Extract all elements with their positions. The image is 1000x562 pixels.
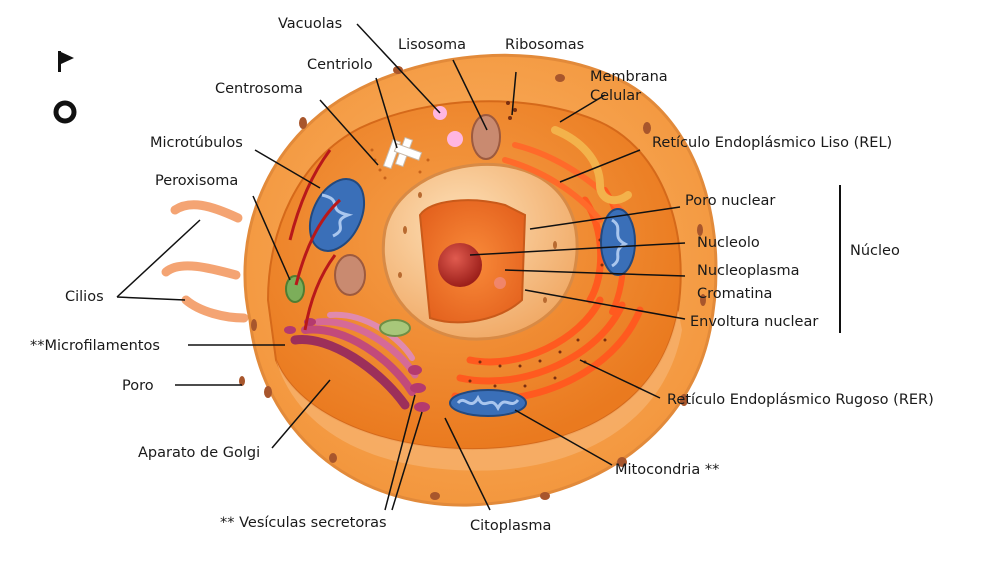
label-rer: Retículo Endoplásmico Rugoso (RER) (667, 392, 934, 408)
peroxisome (285, 275, 305, 303)
membrane-pores (239, 66, 706, 500)
golgi-apparatus (290, 311, 419, 410)
label-envoltura-nuclear: Envoltura nuclear (690, 314, 818, 330)
flag-icon[interactable] (52, 48, 78, 74)
label-vesiculas-secretoras: ** Vesículas secretoras (220, 515, 387, 531)
label-poro: Poro (122, 378, 154, 394)
label-centrosoma: Centrosoma (215, 81, 303, 97)
label-ribosomas: Ribosomas (505, 37, 584, 53)
ribosome-dots (468, 101, 625, 388)
target-circle-icon[interactable] (52, 99, 78, 125)
lysosome (471, 114, 501, 160)
smooth-er (551, 126, 632, 205)
label-nucleo: Núcleo (850, 243, 900, 259)
mitochondria (308, 178, 636, 417)
cilia (161, 200, 249, 323)
label-mitocondria: Mitocondria ** (615, 462, 719, 478)
label-peroxisoma: Peroxisoma (155, 173, 238, 189)
label-aparato-golgi: Aparato de Golgi (138, 445, 260, 461)
leader-lines (116, 23, 841, 511)
label-cromatina: Cromatina (697, 286, 772, 302)
label-citoplasma: Citoplasma (470, 518, 551, 534)
nucleolus (438, 243, 482, 287)
label-lisosoma: Lisosoma (398, 37, 466, 53)
label-rel: Retículo Endoplásmico Liso (REL) (652, 135, 892, 151)
label-membrana-2: Celular (590, 88, 641, 104)
label-poro-nuclear: Poro nuclear (685, 193, 775, 209)
label-membrana-1: Membrana (590, 69, 668, 85)
nucleus (381, 162, 579, 341)
label-nucleoplasma: Nucleoplasma (697, 263, 800, 279)
label-microfilamentos: **Microfilamentos (30, 338, 160, 354)
secretory-vesicles (284, 318, 430, 412)
label-centriolo: Centriolo (307, 57, 373, 73)
microtubules (288, 149, 342, 331)
label-nucleolo: Nucleolo (697, 235, 760, 251)
label-vacuolas: Vacuolas (278, 16, 342, 32)
label-cilios: Cilios (65, 289, 104, 305)
label-microtubulos: Microtúbulos (150, 135, 243, 151)
labels: Vacuolas Lisosoma Ribosomas Centriolo Me… (30, 16, 934, 534)
